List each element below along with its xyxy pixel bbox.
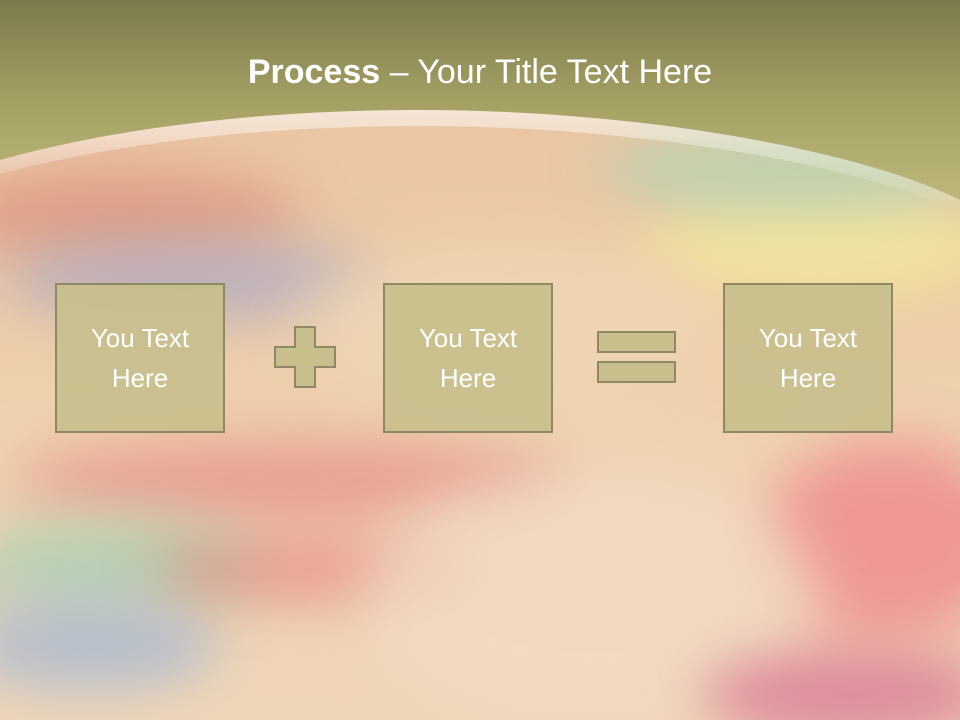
- process-box-3: You Text Here: [723, 283, 893, 433]
- title-bold: Process: [247, 53, 381, 91]
- title-band: [0, 0, 960, 200]
- process-box-1-text: You Text Here: [90, 323, 190, 393]
- plus-icon: [274, 326, 336, 393]
- process-box-3-text: You Text Here: [758, 323, 858, 393]
- slide-title: Process – Your Title Text Here: [0, 53, 960, 92]
- process-box-1: You Text Here: [55, 283, 225, 433]
- process-box-2: You Text Here: [383, 283, 553, 433]
- equals-icon: [597, 331, 677, 390]
- process-box-2-text: You Text Here: [418, 323, 518, 393]
- title-rest: – Your Title Text Here: [380, 53, 713, 91]
